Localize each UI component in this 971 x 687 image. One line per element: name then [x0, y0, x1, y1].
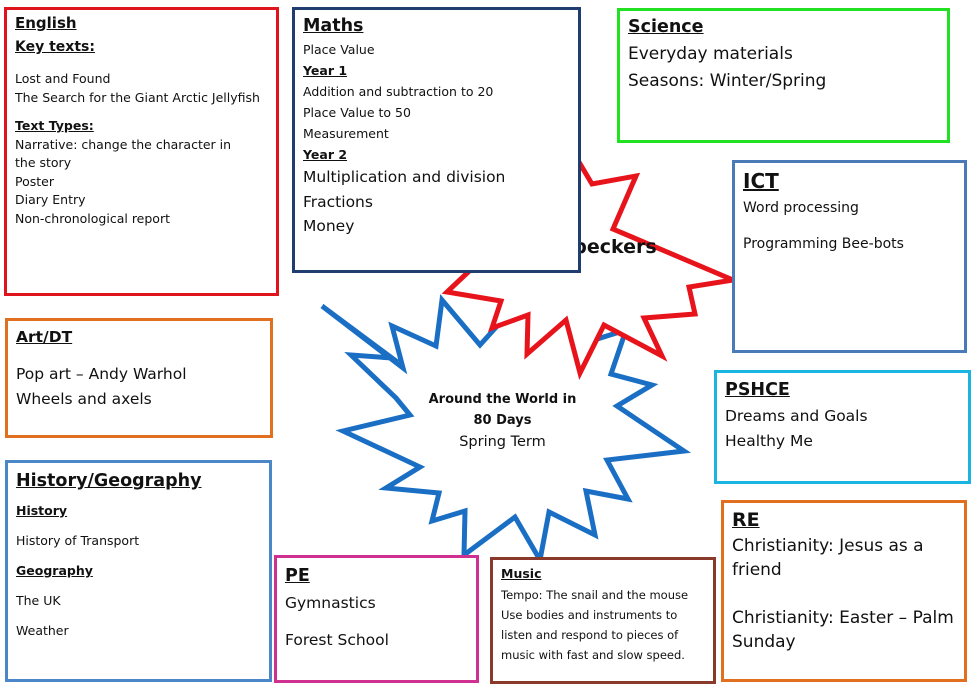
re-item: Christianity: Easter – Palm Sunday [732, 608, 954, 652]
topic-label: Around the World in 80 Days Spring Term [420, 389, 585, 454]
music-box: Music Tempo: The snail and the mouse Use… [490, 557, 716, 684]
artdt-title: Art/DT [16, 328, 73, 346]
ict-item: Word processing [743, 200, 859, 216]
pshce-box: PSHCE Dreams and Goals Healthy Me [714, 370, 971, 484]
english-text-type: Narrative: change the character in the s… [15, 136, 232, 171]
maths-year1-item: Measurement [303, 126, 389, 141]
re-title: RE [732, 509, 760, 531]
maths-year1-heading: Year 1 [303, 63, 348, 78]
artdt-box: Art/DT Pop art – Andy Warhol Wheels and … [5, 318, 273, 438]
history-geography-box: History/Geography History History of Tra… [5, 460, 272, 682]
science-item: Everyday materials [628, 44, 793, 64]
ict-item: Programming Bee-bots [743, 236, 904, 252]
science-item: Seasons: Winter/Spring [628, 71, 827, 91]
geography-item: Weather [16, 623, 69, 638]
english-key-text: The Search for the Giant Arctic Jellyfis… [15, 89, 260, 105]
pshce-title: PSHCE [725, 380, 790, 400]
pe-title: PE [285, 566, 310, 586]
english-title: English [15, 14, 77, 32]
english-text-type: Poster [15, 173, 54, 189]
artdt-item: Pop art – Andy Warhol [16, 365, 187, 383]
pe-item: Gymnastics [285, 594, 376, 612]
maths-title: Maths [303, 16, 364, 36]
music-title: Music [501, 566, 542, 581]
music-line: Use bodies and instruments to listen and… [501, 608, 685, 662]
pe-item: Forest School [285, 630, 389, 649]
maths-line: Place Value [303, 42, 375, 57]
maths-year2-item: Multiplication and division [303, 168, 506, 186]
pe-box: PE Gymnastics Forest School [274, 555, 479, 683]
maths-year1-item: Place Value to 50 [303, 105, 411, 120]
maths-year1-item: Addition and subtraction to 20 [303, 84, 494, 99]
science-title: Science [628, 17, 704, 37]
english-box: English Key texts: Lost and Found The Se… [4, 7, 279, 296]
english-text-type: Non-chronological report [15, 210, 170, 226]
english-key-text: Lost and Found [15, 71, 111, 86]
science-box: Science Everyday materials Seasons: Wint… [617, 8, 950, 143]
history-item: History of Transport [16, 533, 140, 548]
english-text-types-heading: Text Types: [15, 118, 94, 133]
maths-year2-item: Fractions [303, 192, 373, 211]
re-box: RE Christianity: Jesus as a friend Chris… [721, 500, 967, 682]
ict-title: ICT [743, 169, 779, 193]
english-key-texts-heading: Key texts: [15, 39, 95, 55]
artdt-item: Wheels and axels [16, 389, 152, 408]
english-text-type: Diary Entry [15, 192, 86, 207]
music-line: Tempo: The snail and the mouse [501, 588, 689, 602]
maths-box: Maths Place Value Year 1 Addition and su… [292, 7, 581, 273]
geography-item: The UK [16, 593, 61, 608]
geography-heading: Geography [16, 563, 93, 578]
history-geography-title: History/Geography [16, 471, 202, 491]
topic-title: Around the World in 80 Days [428, 392, 577, 428]
maths-year2-heading: Year 2 [303, 147, 348, 162]
history-heading: History [16, 503, 68, 518]
ict-box: ICT Word processing Programming Bee-bots [732, 160, 967, 353]
re-item: Christianity: Jesus as a friend [732, 536, 924, 580]
pshce-item: Healthy Me [725, 431, 813, 450]
pshce-item: Dreams and Goals [725, 407, 868, 425]
maths-year2-item: Money [303, 217, 355, 235]
topic-term: Spring Term [459, 434, 546, 450]
